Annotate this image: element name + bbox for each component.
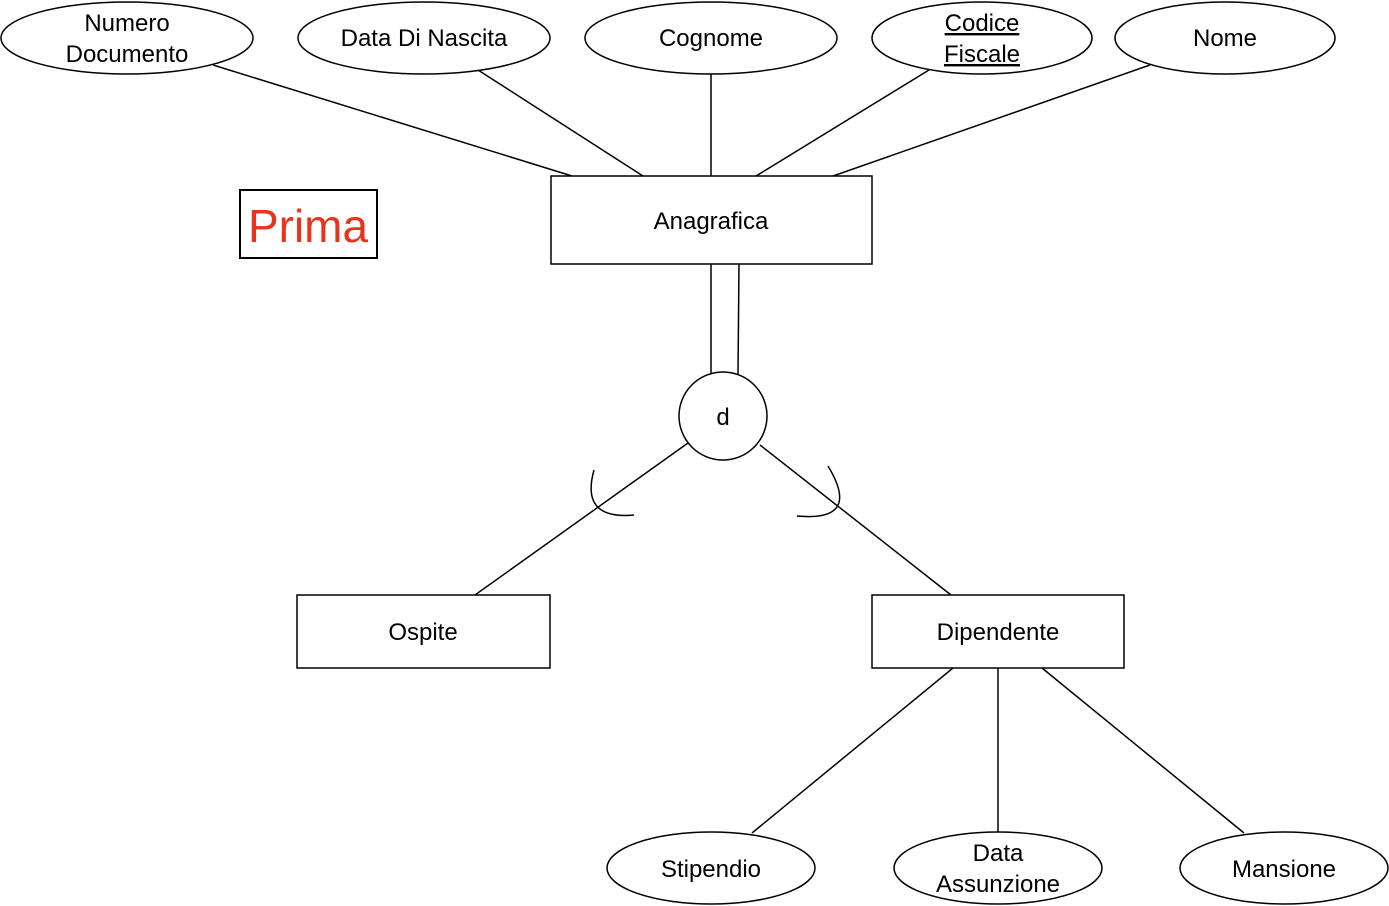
entity-label: Ospite [388,619,457,646]
attribute-label-line2: Documento [66,41,189,68]
edge-codice-fiscale [755,69,930,177]
entity-anagrafica: Anagrafica [550,175,873,265]
prima-label: Prima [248,200,369,252]
connectors [212,64,1245,834]
attribute-numero-documento: Numero Documento [0,1,254,75]
attribute-label: Stipendio [661,856,761,883]
attribute-nome: Nome [1114,1,1336,75]
entity-label: Anagrafica [654,208,769,235]
edge-stipendio [751,667,954,834]
attribute-data-assunzione: Data Assunzione [893,831,1103,905]
edge-to-ospite [474,442,689,596]
attribute-label-line1: Data [973,840,1024,867]
edge-generalization-right [737,263,740,375]
subset-arc-ospite [590,469,635,517]
attribute-label: Mansione [1232,856,1336,883]
entity-dipendente: Dipendente [871,594,1125,669]
generalization-disjoint-node: d [678,371,768,461]
attribute-label: Cognome [659,25,763,52]
prima-tag: Prima [239,189,378,259]
attribute-label-line1: Numero [84,10,169,37]
attribute-label-line2: Fiscale [944,41,1020,68]
attribute-label-line2: Assunzione [936,871,1060,898]
edge-numero-documento [212,64,573,177]
entity-ospite: Ospite [296,594,551,669]
attribute-label-line1: Codice [945,10,1020,37]
edge-mansione [1041,667,1245,834]
subset-arc-dipendente [796,465,841,518]
edge-nome [832,64,1151,177]
attribute-data-di-nascita: Data Di Nascita [297,1,551,75]
edge-data-di-nascita [477,69,644,177]
attribute-mansione: Mansione [1179,831,1389,905]
attribute-label: Data Di Nascita [341,25,508,52]
edge-to-dipendente [759,444,952,596]
generalization-label: d [716,404,729,431]
entity-label: Dipendente [937,619,1060,646]
attribute-codice-fiscale-key: Codice Fiscale [871,1,1093,75]
attribute-cognome: Cognome [584,1,838,75]
attribute-stipendio: Stipendio [606,831,816,905]
attribute-label: Nome [1193,25,1257,52]
